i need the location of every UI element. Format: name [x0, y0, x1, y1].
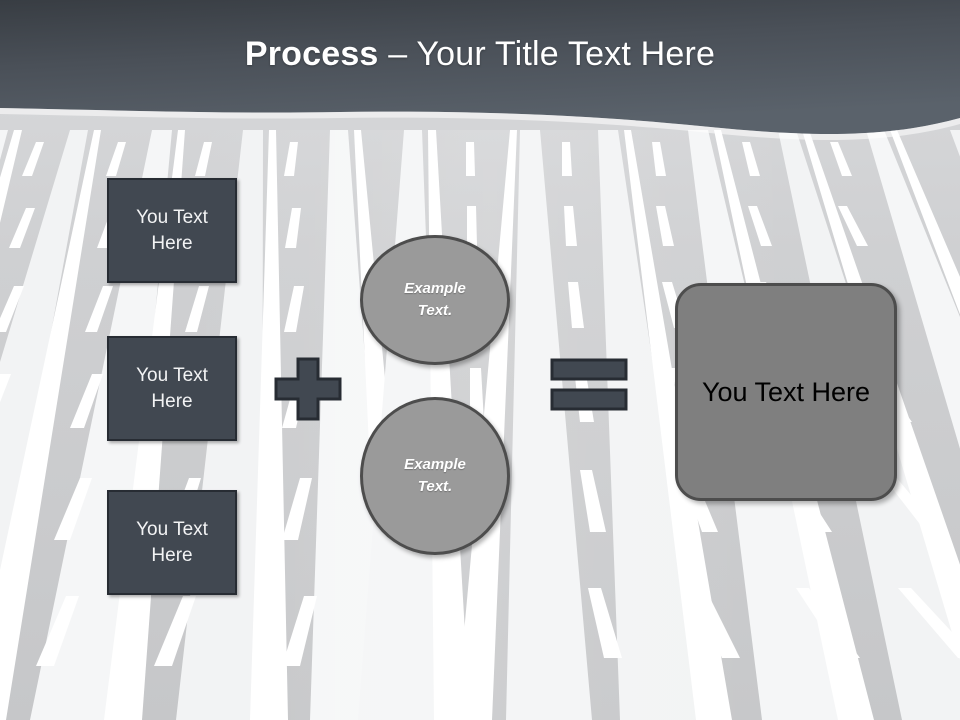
- example-circle-2[interactable]: Example Text.: [360, 397, 510, 555]
- example-circle-1-label: Example Text.: [404, 280, 466, 319]
- result-card[interactable]: You Text Here: [675, 283, 897, 501]
- header-wave-shape: [0, 0, 960, 135]
- header-wave-highlight: [0, 108, 960, 141]
- example-circle-2-label: Example Text.: [404, 456, 466, 495]
- input-box-3[interactable]: You Text Here: [107, 490, 237, 595]
- example-circle-1[interactable]: Example Text.: [360, 235, 510, 365]
- input-box-1-label: You Text Here: [136, 206, 208, 254]
- input-box-2-label: You Text Here: [136, 364, 208, 412]
- result-card-label: You Text Here: [701, 376, 871, 407]
- equals-icon: [550, 358, 628, 411]
- input-box-3-label: You Text Here: [136, 518, 208, 566]
- input-box-2[interactable]: You Text Here: [107, 336, 237, 441]
- plus-icon: [274, 357, 342, 421]
- input-box-1[interactable]: You Text Here: [107, 178, 237, 283]
